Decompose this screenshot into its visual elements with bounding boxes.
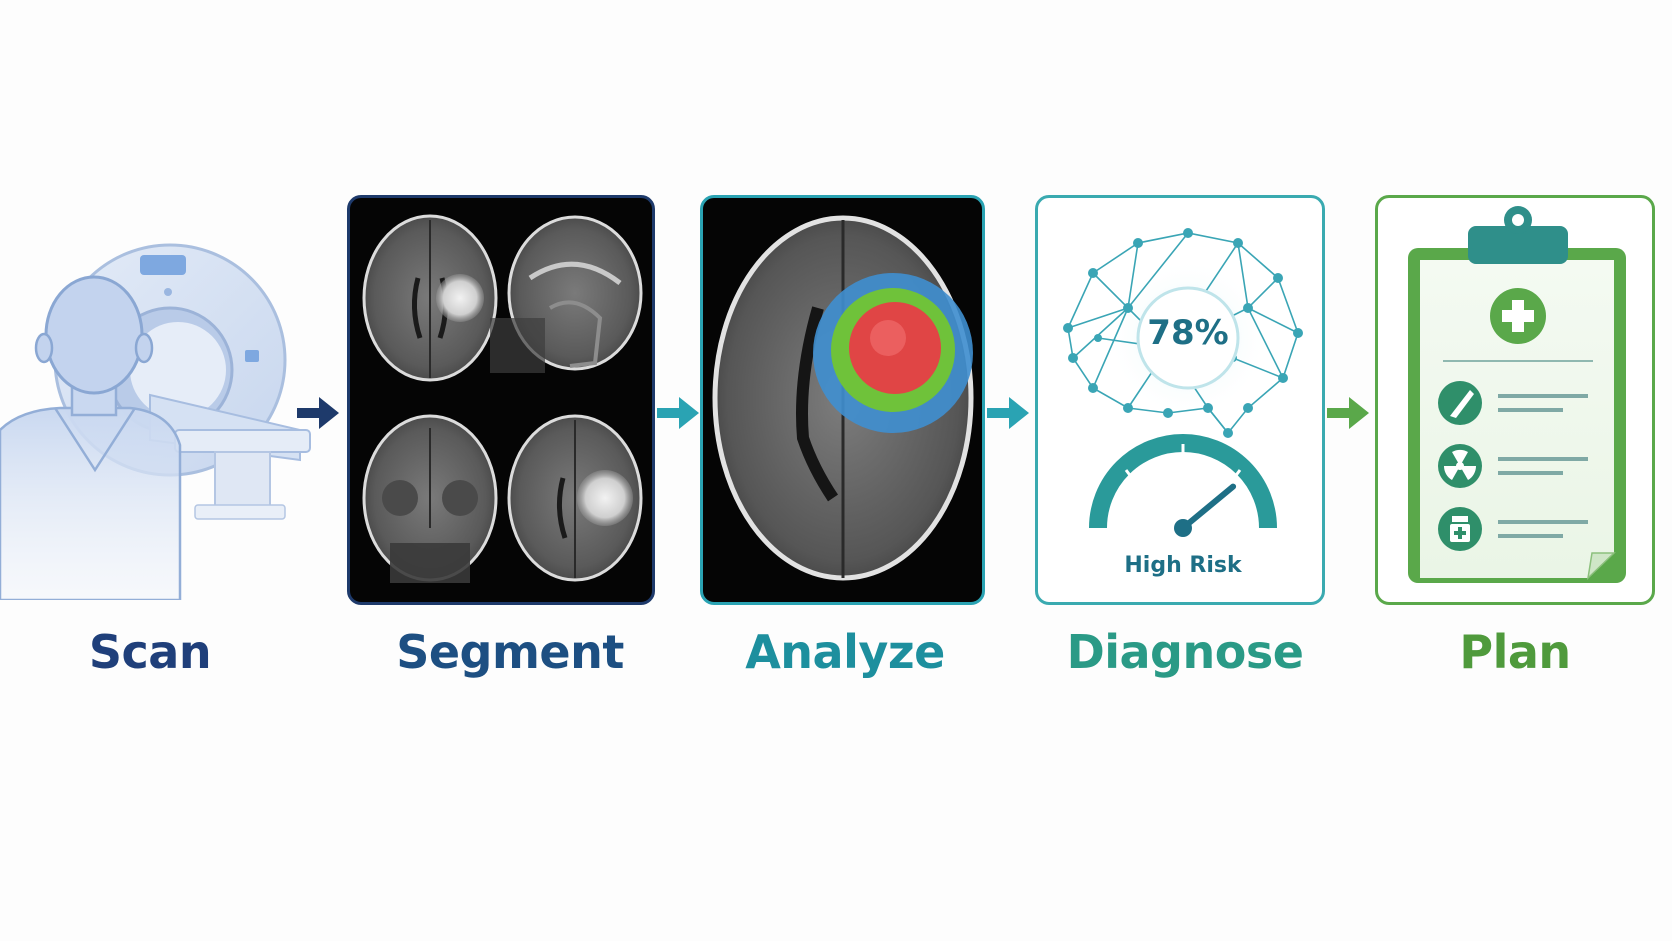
neural-network-brain-icon — [1063, 228, 1303, 537]
clipboard-icon — [1408, 206, 1626, 583]
mri-slice-grid — [362, 214, 643, 583]
step-label-analyze: Analyze — [745, 625, 945, 679]
mri-scanner-icon — [0, 243, 311, 602]
medical-cross-icon — [1490, 288, 1546, 344]
medication-bottle-icon — [1438, 507, 1482, 551]
segment-panel — [347, 195, 655, 605]
risk-gauge — [1089, 434, 1277, 537]
arrow-right-icon — [297, 397, 339, 429]
step-label-segment: Segment — [396, 625, 624, 679]
diagnose-panel: 78% High Risk — [1035, 195, 1325, 605]
arrow-right-icon — [1327, 397, 1369, 429]
step-label-diagnose: Diagnose — [1066, 625, 1304, 679]
risk-label: High Risk — [1124, 553, 1242, 578]
arrow-right-icon — [657, 397, 699, 429]
radiation-icon — [1438, 444, 1482, 488]
plan-panel — [1375, 195, 1655, 605]
step-label-scan: Scan — [88, 625, 212, 679]
step-label-plan: Plan — [1459, 625, 1571, 679]
arrow-right-icon — [987, 397, 1029, 429]
surgery-scalpel-icon — [1438, 381, 1482, 425]
scan-illustration — [0, 230, 330, 602]
analyze-panel — [700, 195, 985, 605]
tumor-heatmap-scan — [712, 215, 974, 581]
probability-value: 78% — [1147, 313, 1229, 353]
